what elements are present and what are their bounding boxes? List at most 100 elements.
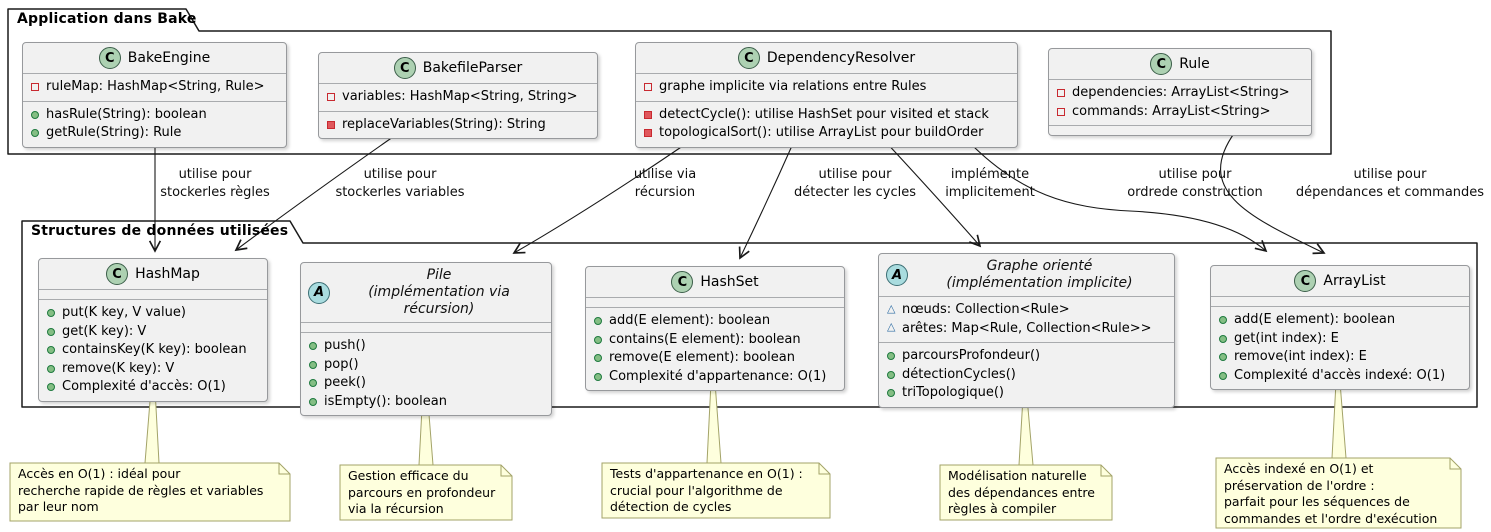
class-arraylist-header: C ArrayList	[1211, 266, 1469, 296]
class-bakefileparser-header: C BakefileParser	[319, 53, 597, 83]
attribute-text: ruleMap: HashMap<String, Rule>	[46, 79, 265, 94]
class-name: DependencyResolver	[766, 50, 916, 66]
attribute-row: dependencies: ArrayList<String>	[1057, 84, 1303, 103]
class-dependencyresolver: C DependencyResolver graphe implicite vi…	[635, 42, 1018, 148]
private-field-icon	[327, 93, 335, 102]
attribute-row: variables: HashMap<String, String>	[327, 88, 589, 107]
public-method-icon	[47, 383, 55, 392]
method-row: get(int index): E	[1219, 330, 1461, 349]
note-hashmap-shape	[9, 462, 291, 522]
edge-bakefileparser-hashmap	[234, 131, 401, 252]
attribute-row: arêtes: Map<Rule, Collection<Rule>>	[887, 320, 1166, 339]
method-row: contains(E element): boolean	[594, 331, 836, 350]
attribute-text: commands: ArrayList<String>	[1072, 103, 1271, 119]
methods-section: put(K key, V value) get(K key): V contai…	[39, 299, 267, 401]
edge-rule-arraylist	[1220, 131, 1326, 255]
note-graphe-shape	[939, 464, 1113, 521]
method-text: get(K key): V	[62, 323, 147, 339]
attributes-section: graphe implicite via relations entre Rul…	[636, 73, 1017, 101]
class-name: Graphe orienté	[986, 258, 1093, 274]
edge-dependencyresolver-pile	[512, 138, 694, 254]
attributes-section: ruleMap: HashMap<String, Rule>	[23, 73, 286, 101]
method-text: isEmpty(): boolean	[324, 393, 447, 409]
method-text: add(E element): boolean	[609, 313, 771, 328]
note-hashset: Tests d'appartenance en O(1) :crucial po…	[610, 466, 803, 514]
class-bakeengine: C BakeEngine ruleMap: HashMap<String, Ru…	[22, 42, 287, 148]
method-row: peek()	[309, 374, 543, 393]
class-icon: C	[393, 57, 416, 79]
note-graphe-fold	[1100, 465, 1112, 477]
note-arraylist-shape	[1215, 457, 1462, 529]
public-method-icon	[594, 335, 602, 344]
methods-section: add(E element): boolean contains(E eleme…	[586, 307, 844, 390]
method-row: remove(K key): V	[47, 360, 259, 379]
attribute-row: ruleMap: HashMap<String, Rule>	[31, 78, 278, 97]
package-title-structures: Structures de données utilisées	[31, 223, 289, 239]
methods-section: add(E element): boolean get(int index): …	[1211, 306, 1469, 389]
attribute-text: dependencies: ArrayList<String>	[1072, 85, 1290, 100]
method-text: Complexité d'accès: O(1)	[62, 379, 226, 394]
attributes-section: variables: HashMap<String, String>	[319, 83, 597, 111]
attribute-text: nœuds: Collection<Rule>	[902, 302, 1070, 317]
class-icon: C	[106, 263, 129, 285]
attribute-row: commands: ArrayList<String>	[1057, 103, 1303, 122]
methods-section: hasRule(String): boolean getRule(String)…	[23, 100, 286, 147]
method-row: détectionCycles()	[887, 366, 1166, 385]
method-text: topologicalSort(): utilise ArrayList pou…	[659, 125, 984, 140]
edge-dependencyresolver-hashset	[738, 138, 796, 260]
method-row: get(K key): V	[47, 323, 259, 342]
method-row: remove(int index): E	[1219, 348, 1461, 367]
public-method-icon	[594, 372, 602, 381]
note-hashset-fold	[818, 463, 830, 475]
method-row: getRule(String): Rule	[31, 124, 278, 143]
public-method-icon	[309, 342, 317, 351]
method-text: put(K key, V value)	[62, 305, 186, 320]
private-field-icon	[644, 83, 652, 92]
method-row: parcoursProfondeur()	[887, 347, 1166, 366]
class-subtitle: (implémentation via récursion)	[368, 284, 510, 317]
class-subtitle: (implémentation implicite)	[946, 275, 1133, 291]
method-row: Complexité d'accès: O(1)	[47, 378, 259, 397]
public-method-icon	[594, 317, 602, 326]
class-name: Rule	[1179, 56, 1210, 72]
public-method-icon	[31, 110, 39, 119]
class-name: BakeEngine	[127, 50, 211, 66]
class-name: BakefileParser	[422, 60, 523, 76]
class-hashset-header: C HashSet	[586, 267, 844, 297]
public-method-icon	[1219, 316, 1227, 325]
note-arraylist-fold	[1449, 458, 1461, 470]
private-field-icon	[1057, 89, 1065, 98]
method-text: triTopologique()	[902, 385, 1005, 400]
methods-section: push() pop() peek() isEmpty(): boolean	[301, 332, 551, 415]
class-name: HashMap	[135, 266, 200, 282]
method-text: getRule(String): Rule	[46, 125, 182, 140]
public-method-icon	[594, 354, 602, 363]
class-icon: C	[1294, 270, 1317, 292]
public-method-icon	[887, 389, 895, 398]
method-row: detectCycle(): utilise HashSet pour visi…	[644, 106, 1009, 125]
private-field-icon	[31, 83, 39, 92]
public-method-icon	[47, 346, 55, 355]
method-row: put(K key, V value)	[47, 304, 259, 323]
attributes-section-empty	[586, 297, 844, 307]
method-row: Complexité d'accès indexé: O(1)	[1219, 367, 1461, 386]
method-text: replaceVariables(String): String	[342, 116, 546, 132]
methods-section: replaceVariables(String): String	[319, 110, 597, 139]
attribute-row: graphe implicite via relations entre Rul…	[644, 78, 1009, 97]
attributes-section: dependencies: ArrayList<String> commands…	[1049, 79, 1311, 125]
public-method-icon	[309, 379, 317, 388]
method-row: push()	[309, 337, 543, 356]
attributes-section-empty	[39, 289, 267, 299]
class-name: ArrayList	[1323, 273, 1386, 289]
package-field-icon	[887, 303, 898, 315]
class-icon: C	[671, 271, 694, 293]
method-row: hasRule(String): boolean	[31, 106, 278, 125]
method-text: contains(E element): boolean	[609, 331, 801, 347]
attribute-text: graphe implicite via relations entre Rul…	[659, 79, 927, 94]
class-hashmap-header: C HashMap	[39, 259, 267, 289]
attributes-section: nœuds: Collection<Rule> arêtes: Map<Rule…	[879, 296, 1174, 342]
method-text: Complexité d'appartenance: O(1)	[609, 368, 827, 384]
